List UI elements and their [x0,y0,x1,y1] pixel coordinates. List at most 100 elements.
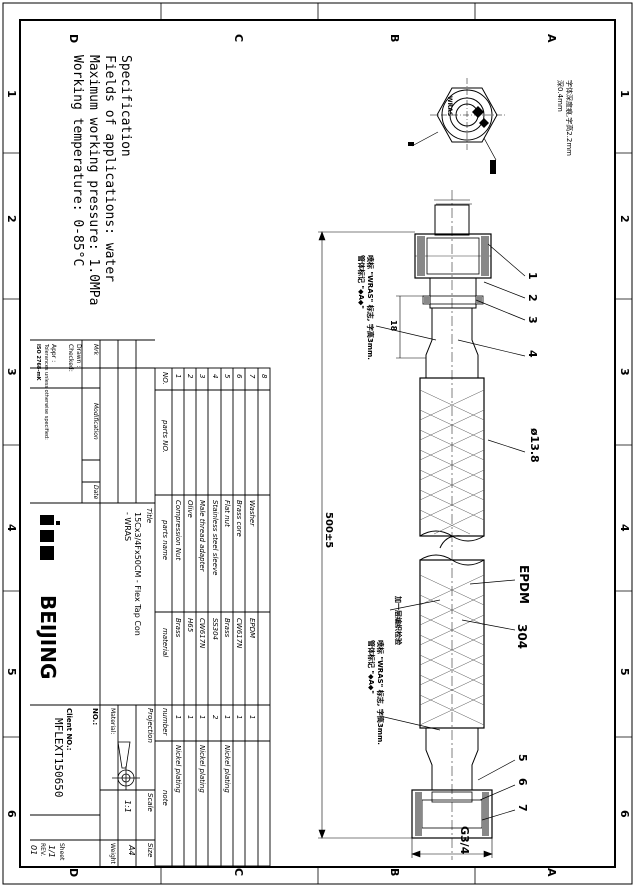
mrk-label: Mrk [92,344,99,356]
checked-label: Checked: [67,344,74,372]
appr-label: Appr : [50,344,57,363]
title-value-1: 15Cx3/4Fx50CM - Flex Tap Con [133,512,142,636]
header-no: NO. [161,372,169,385]
sheet-label: Sheet [58,843,65,861]
row-number-5-left: 5 [5,668,18,676]
row-number-6-right: 6 [618,810,631,818]
thread-label: G3/4 [458,826,471,855]
part-material-7: EPDM [248,618,256,639]
note-mark-top-2: 管体标记 "◆A◆" [357,255,365,309]
part-name-2: Olive [186,500,194,518]
part-number-4: 2 [211,715,219,720]
spec-line-2: Maximum working pressure: 1.0MPa [86,55,101,306]
part-material-6: CW617N [235,618,243,649]
callout-5: 5 [516,754,529,762]
hex-marking-glyphs [408,106,496,174]
part-name-4: Stainless steel sleeve [211,500,219,576]
overall-length-dim: 500±5 [323,512,334,549]
rev-value: 01 [29,845,38,856]
callout-2: 2 [526,294,539,302]
part-no-2: 2 [186,374,194,379]
row-number-4-left: 4 [5,524,18,532]
row-number-2-left: 2 [5,215,18,223]
part-number-6: 1 [235,715,243,720]
part-number-7: 1 [248,715,256,720]
col-letter-a-top: A [545,34,558,43]
material-label: Material: [109,708,116,735]
col-letter-a-bottom: A [545,868,558,877]
drawn-label: Drawn : [75,344,82,368]
part-no-8: 8 [260,374,268,379]
part-no-5: 5 [223,374,231,379]
tolerance-label: Tolerances unless otherwise specified: [43,344,49,440]
ss304-label: 304 [515,624,529,650]
hex-marking-text: WRAS [446,96,453,117]
inner-border [19,19,616,868]
sheet-value: 1/1 [47,845,56,858]
zone-ticks [3,3,632,884]
projection-label: Projection [146,708,154,743]
header-parts-name: parts name [161,520,169,561]
col-letter-c-top: C [232,34,245,43]
note-char-height: 字体深度痕,字高2.2mm [565,80,573,156]
iso-label: ISO 2768-mK [35,344,41,381]
row-number-5-right: 5 [618,668,631,676]
part-number-3: 1 [198,715,206,720]
no-label: NO.: [91,708,99,726]
row-number-3-left: 3 [5,368,18,376]
note-mark-bottom-1: 喷标 "WRAS" 标志, 字高3mm. [376,640,384,745]
callout-6: 6 [516,778,529,786]
part-material-3: CW617N [198,618,206,649]
rev-label: REV. [39,843,46,857]
hose-diameter-dim: ø13.8 [528,428,541,463]
company-logo-icon [40,515,60,560]
header-number: number [161,708,169,736]
dim-18: 18 [389,320,398,332]
part-name-7: Washer [248,500,256,527]
col-letter-d-top: D [67,34,80,44]
col-letter-d-bottom: D [67,868,80,878]
part-name-5: Flat nut [223,500,231,527]
header-note: note [161,790,169,806]
scale-value: 1:1 [123,800,132,813]
header-parts-no: parts NO. [161,420,169,453]
title-label: Title [145,508,153,524]
size-value: A4 [127,845,136,856]
callout-3: 3 [526,316,539,324]
part-note-1: Nickel plating [174,745,182,793]
part-name-6: Brass core [235,500,243,537]
row-number-2-right: 2 [618,215,631,223]
part-no-6: 6 [235,374,243,379]
date-label: Date [92,485,99,500]
col-letter-c-bottom: C [232,868,245,877]
title-block-grid [30,339,271,867]
part-no-1: 1 [174,374,182,379]
row-number-1-left: 1 [5,90,18,98]
row-number-3-right: 3 [618,368,631,376]
part-note-3: Nickel plating [198,745,206,793]
part-material-4: SS304 [211,618,219,640]
spec-line-1: Fields of applications: water [102,55,117,282]
header-material: material [161,628,169,658]
client-no-label: Client NO.: [65,708,73,751]
row-number-6-left: 6 [5,810,18,818]
callout-1: 1 [526,272,539,280]
title-value-2: - WRAS [123,512,132,542]
part-material-5: Brass [223,618,231,638]
part-material-1: Brass [174,618,182,638]
spec-line-3: Working temperature: 0-85°C [70,55,85,267]
hose-assembly [411,190,493,860]
row-number-4-right: 4 [618,524,631,532]
callout-leaders [375,243,526,821]
braid-pattern [419,389,485,726]
size-label: Size [146,843,154,858]
part-name-1: Compression Nut [174,500,182,561]
part-no-4: 4 [211,374,219,379]
dimension-lines [318,203,493,858]
part-number-1: 1 [174,715,182,720]
part-number-2: 1 [186,715,194,720]
callout-7: 7 [516,804,529,812]
part-number-5: 1 [223,715,231,720]
part-no-3: 3 [198,374,206,379]
